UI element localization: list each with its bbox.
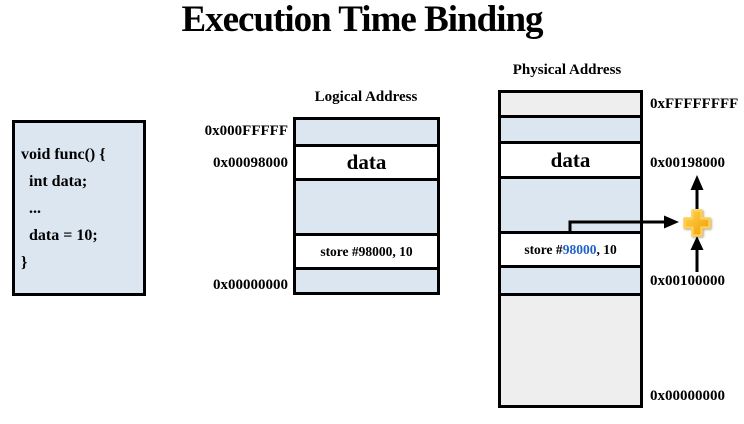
physical-row-free-2: [501, 179, 640, 234]
logical-address-header: Logical Address: [314, 89, 418, 105]
logical-row-free-top: [296, 120, 437, 147]
source-code-text: void func() { int data; ... data = 10;}: [15, 123, 143, 276]
physical-row-free-3: [501, 268, 640, 296]
base-to-adder-arrow: [690, 236, 704, 272]
logical-label-bottom: 0x00000000: [213, 277, 288, 293]
logical-label-data: 0x00098000: [213, 155, 288, 171]
code-line: void func() {: [21, 146, 106, 163]
store-relocated-address: 98000: [562, 241, 597, 257]
physical-data-cell: data: [550, 147, 591, 172]
logical-row-store: store #98000, 10: [296, 236, 437, 270]
store-prefix: store #: [524, 241, 563, 257]
physical-row-store: store #98000, 10: [501, 234, 640, 268]
code-line: ...: [21, 200, 41, 217]
logical-row-free-middle: [296, 181, 437, 236]
physical-label-base: 0x00100000: [650, 273, 725, 289]
logical-row-free-bottom: [296, 270, 437, 292]
slide-title: Execution Time Binding: [181, 0, 543, 40]
physical-address-header: Physical Address: [512, 62, 622, 78]
logical-row-data: data: [296, 147, 437, 181]
logical-data-cell: data: [346, 150, 387, 174]
logical-label-top: 0x000FFFFF: [204, 123, 288, 139]
adder-to-result-arrow: [690, 175, 704, 209]
physical-row-bottom: [501, 296, 640, 405]
code-line: int data;: [21, 173, 88, 190]
logical-store-instruction: store #98000, 10: [320, 243, 413, 259]
physical-label-data: 0x00198000: [650, 155, 725, 171]
source-code-box: void func() { int data; ... data = 10;}: [12, 120, 146, 296]
plus-adder-icon: [683, 209, 711, 237]
physical-row-top: [501, 93, 640, 118]
physical-memory-column: data store #98000, 10: [498, 90, 643, 408]
code-line: }: [21, 254, 28, 271]
code-line: data = 10;: [21, 227, 98, 244]
physical-store-instruction: store #98000, 10: [524, 242, 616, 258]
physical-row-data: data: [501, 144, 640, 179]
store-suffix: , 10: [596, 241, 617, 257]
physical-label-top: 0xFFFFFFFF: [650, 96, 739, 112]
logical-memory-column: data store #98000, 10: [293, 117, 440, 295]
physical-label-bottom: 0x00000000: [650, 388, 725, 404]
physical-row-free-1: [501, 118, 640, 144]
